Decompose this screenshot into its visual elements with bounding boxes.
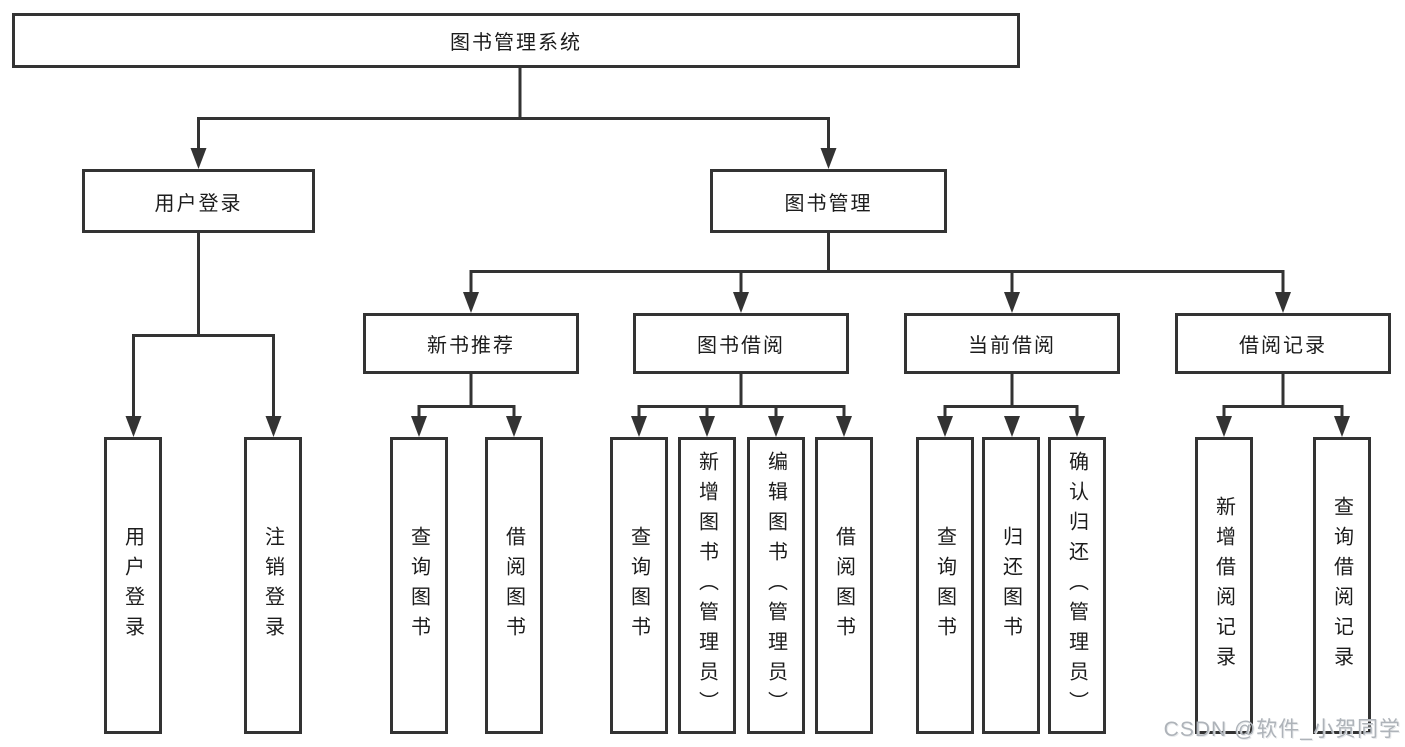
node-user-login-label: 用户登录: [154, 192, 243, 215]
leaf-user-login-label: 用户登录: [121, 525, 144, 646]
connector-book-borrow-to-leaves: [637, 374, 846, 418]
leaf-borrow-books-label: 借阅图书: [832, 525, 855, 646]
node-current-borrow-label: 当前借阅: [968, 335, 1056, 357]
leaf-borrow-books-recommend-label: 借阅图书: [502, 525, 525, 646]
leaf-query-books-recommend-label: 查询图书: [407, 525, 430, 646]
node-current-borrow: 当前借阅: [904, 313, 1120, 374]
leaf-query-books-recommend: 查询图书: [390, 437, 448, 734]
node-user-login: 用户登录: [82, 169, 315, 233]
connector-current-borrow-to-leaves: [943, 374, 1079, 418]
leaf-add-borrow-record-label: 新增借阅记录: [1212, 495, 1235, 676]
leaf-logout: 注销登录: [244, 437, 302, 734]
leaf-add-borrow-record: 新增借阅记录: [1195, 437, 1253, 734]
connector-user-login-to-leaves: [132, 233, 275, 418]
leaf-add-book-admin: 新增图书（管理员）: [678, 437, 736, 734]
leaf-borrow-books: 借阅图书: [815, 437, 873, 734]
leaf-query-books-borrow-label: 查询图书: [627, 525, 650, 646]
node-new-book-recommend-label: 新书推荐: [427, 335, 515, 357]
node-borrow-records: 借阅记录: [1175, 313, 1391, 374]
connector-new-book-to-leaves: [417, 374, 516, 418]
leaf-confirm-return-admin-label: 确认归还（管理员）: [1065, 450, 1088, 721]
node-book-borrow: 图书借阅: [633, 313, 849, 374]
leaf-edit-book-admin: 编辑图书（管理员）: [747, 437, 805, 734]
leaf-return-book: 归还图书: [982, 437, 1040, 734]
node-book-borrow-label: 图书借阅: [697, 335, 785, 357]
leaf-logout-label: 注销登录: [261, 525, 284, 646]
arrowheads: [125, 148, 1350, 437]
leaf-user-login: 用户登录: [104, 437, 162, 734]
connector-root-to-level2: [197, 68, 830, 150]
node-new-book-recommend: 新书推荐: [363, 313, 579, 374]
leaf-query-books-current-label: 查询图书: [933, 525, 956, 646]
node-book-management-label: 图书管理: [784, 192, 873, 215]
node-book-management: 图书管理: [710, 169, 947, 233]
leaf-query-borrow-record-label: 查询借阅记录: [1330, 495, 1353, 676]
connector-book-mgmt-to-level3: [469, 233, 1285, 293]
leaf-return-book-label: 归还图书: [999, 525, 1022, 646]
node-root: 图书管理系统: [12, 13, 1020, 68]
connector-borrow-records-to-leaves: [1222, 374, 1344, 418]
node-borrow-records-label: 借阅记录: [1239, 335, 1327, 357]
leaf-borrow-books-recommend: 借阅图书: [485, 437, 543, 734]
leaf-query-borrow-record: 查询借阅记录: [1313, 437, 1371, 734]
csdn-watermark: CSDN @软件_小贺同学: [1163, 718, 1401, 741]
leaf-query-books-borrow: 查询图书: [610, 437, 668, 734]
leaf-confirm-return-admin: 确认归还（管理员）: [1048, 437, 1106, 734]
leaf-add-book-admin-label: 新增图书（管理员）: [695, 450, 718, 721]
leaf-query-books-current: 查询图书: [916, 437, 974, 734]
node-root-label: 图书管理系统: [450, 32, 582, 54]
leaf-edit-book-admin-label: 编辑图书（管理员）: [764, 450, 787, 721]
